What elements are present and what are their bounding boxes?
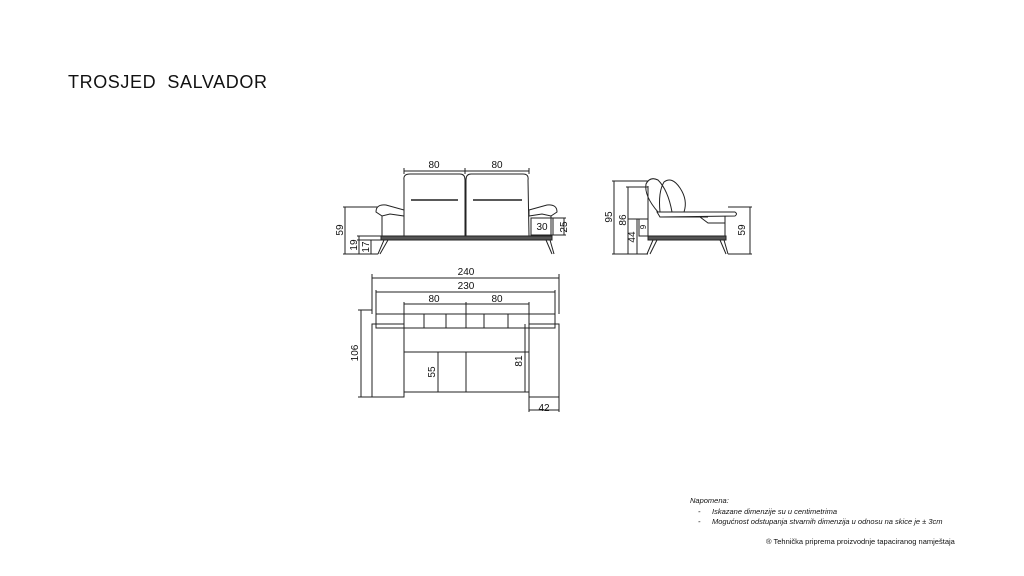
- side-leg-rear: [646, 239, 658, 255]
- dim-top-inner-depth: 81: [514, 355, 525, 367]
- armrest-left: [375, 204, 405, 217]
- dim-top-seat-depth: 55: [427, 366, 438, 378]
- dim-top-inner-width: 230: [458, 281, 475, 292]
- dim-front-leg-height: 19: [349, 239, 360, 251]
- side-leg-front: [719, 239, 729, 255]
- top-armrest-right: [528, 323, 560, 398]
- note-item: -Mogućnost odstupanja stvarnih dimenzija…: [698, 517, 943, 526]
- notes-block: Napomena: -Iskazane dimenzije su u centi…: [690, 496, 943, 528]
- dim-side-seat-height: 44: [627, 231, 638, 243]
- leg-right: [545, 239, 555, 255]
- dim-front-base-height: 17: [361, 241, 372, 253]
- dim-side-total-height: 95: [604, 211, 615, 223]
- side-back-cushion-rear: [645, 178, 673, 213]
- top-view: [358, 274, 560, 412]
- dim-side-leg-height: 9: [639, 224, 648, 229]
- dim-top-seat-right: 80: [491, 294, 503, 305]
- dim-top-depth: 106: [350, 344, 361, 361]
- note-item: -Iskazane dimenzije su u centimetrima: [698, 506, 838, 516]
- dim-front-arm-width: 30: [536, 222, 548, 233]
- side-view: [612, 178, 752, 255]
- top-armrest-left: [371, 323, 405, 398]
- dim-top-arm-width: 42: [538, 403, 550, 414]
- dim-top-seat-left: 80: [428, 294, 440, 305]
- arm-dim-box: [530, 217, 554, 236]
- footer-copyright: ® Tehnička priprema proizvodnje tapacira…: [766, 537, 955, 546]
- dim-top-total-width: 240: [458, 267, 475, 278]
- dim-front-seat-right: 80: [491, 160, 503, 171]
- dim-side-arm-height: 59: [737, 224, 748, 236]
- dim-side-back-height: 86: [618, 214, 629, 226]
- notes-heading: Napomena:: [690, 496, 729, 505]
- armrest-right: [528, 204, 558, 217]
- back-cushion-right: [465, 173, 530, 237]
- seat-base: [380, 235, 553, 241]
- dim-front-height: 59: [335, 224, 346, 236]
- side-base: [647, 235, 727, 241]
- front-view: [343, 168, 566, 255]
- side-back-cushion-front: [659, 179, 686, 213]
- back-cushion-left: [403, 173, 466, 237]
- leg-left: [377, 239, 389, 255]
- page-title: TROSJED SALVADOR: [68, 72, 268, 92]
- dim-front-arm-height: 25: [559, 221, 570, 233]
- note-item-text: Mogućnost odstupanja stvarnih dimenzija …: [712, 517, 943, 526]
- note-item-text: Iskazane dimenzije su u centimetrima: [712, 506, 838, 516]
- dim-front-seat-left: 80: [428, 160, 440, 171]
- side-seat: [656, 211, 737, 218]
